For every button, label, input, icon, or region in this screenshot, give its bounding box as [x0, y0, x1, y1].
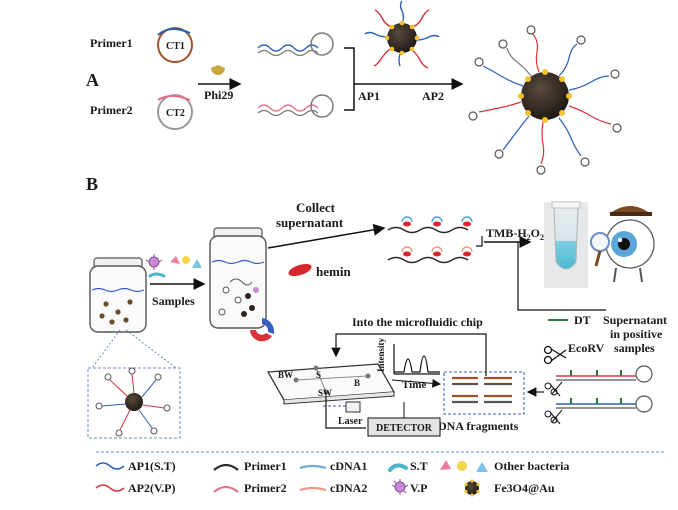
legend-vp-icon	[391, 479, 409, 495]
collect-label: Collect	[296, 200, 336, 215]
magnet-icon	[250, 318, 275, 342]
microfluidic-chip: BW S SW B	[266, 363, 396, 405]
legend-ap1-swatch	[95, 462, 125, 470]
zoom-nanoparticle	[95, 367, 171, 437]
legend-cdna2-label: cDNA2	[330, 481, 367, 495]
panel-b-label: B	[86, 174, 98, 194]
legend-vp-label: V.P	[410, 481, 427, 495]
sample-jar	[89, 257, 147, 333]
phi29-label: Phi29	[204, 88, 233, 102]
legend-st-label: S.T	[410, 459, 428, 473]
panel-a: A Primer1 CT1 Primer2 CT2 Phi29	[86, 0, 622, 175]
gquadruplex-strands	[387, 216, 473, 264]
legend-primer2-label: Primer2	[244, 481, 287, 495]
ct2-label: CT2	[166, 108, 185, 119]
dna-fragments-label: DNA fragments	[438, 419, 519, 433]
legend-ap1-label: AP1(S.T)	[128, 459, 176, 473]
zoom-lines	[91, 329, 177, 369]
collect-arrow	[267, 223, 386, 249]
scissors-icon-ecorv	[543, 345, 567, 365]
legend-other-bacteria-label: Other bacteria	[494, 459, 569, 473]
panel-b: B	[86, 174, 667, 439]
supernatant-positive-label-1: Supernatant	[603, 313, 667, 327]
detector-label: DETECTOR	[376, 423, 433, 434]
tmb-label: TMB-H2O2	[486, 226, 544, 242]
dna-fragments-box	[443, 371, 525, 415]
legend: AP1(S.T) AP2(V.P) Primer1 Primer2 cDNA1 …	[95, 451, 664, 497]
supernatant-positive-label-3: samples	[614, 341, 655, 355]
hemin-label: hemin	[316, 264, 351, 279]
legend-fe3o4-icon	[464, 479, 480, 497]
legend-cdna1-swatch	[299, 464, 327, 470]
ct1-label: CT1	[166, 41, 185, 52]
nanoparticle-rca-product-large	[468, 25, 622, 175]
legend-primer2-swatch	[213, 485, 239, 493]
phi29-enzyme-icon	[211, 65, 225, 75]
hemin-icon	[288, 263, 312, 277]
primer2-label: Primer2	[90, 103, 133, 117]
supernatant-label: supernatant	[276, 215, 344, 230]
strand-bracket	[476, 236, 483, 247]
s-label: S	[316, 370, 321, 380]
legend-cdna2-swatch	[299, 486, 327, 492]
rca-product-2	[257, 94, 334, 118]
nanoparticle-probe-small	[364, 0, 440, 69]
ecorv-label: EcoRV	[568, 341, 605, 355]
laser-label: Laser	[338, 416, 363, 427]
route-line	[517, 242, 606, 311]
sw-label: SW	[318, 388, 332, 398]
legend-primer1-swatch	[213, 463, 239, 471]
into-chip-label: Into the microfluidic chip	[352, 315, 483, 329]
primer1-label: Primer1	[90, 36, 133, 50]
eye-detective-icon	[590, 206, 655, 283]
rca-product-1	[257, 32, 334, 57]
cleaved-strands	[544, 365, 653, 425]
bacteria-icons	[145, 254, 202, 278]
detector-line	[325, 396, 366, 429]
ap1-label: AP1	[358, 89, 380, 103]
legend-other-bacteria-icons	[440, 460, 488, 472]
legend-st-icon	[388, 463, 408, 472]
legend-ap2-label: AP2(V.P)	[128, 481, 175, 495]
result-arrow	[391, 378, 442, 388]
zoom-box	[87, 367, 181, 439]
laser-unit: Laser	[322, 401, 363, 427]
supernatant-positive-label-2: in positive	[610, 327, 663, 341]
legend-fe3o4-label: Fe3O4@Au	[494, 481, 555, 495]
dt-label: DT	[574, 313, 591, 327]
panel-a-label: A	[86, 70, 99, 90]
samples-label: Samples	[152, 294, 195, 308]
b-label: B	[354, 378, 360, 388]
ct1-circle-template: CT1	[157, 27, 193, 63]
into-chip-arrow	[331, 333, 487, 376]
magnetic-separation-jar	[209, 227, 267, 329]
legend-cdna1-label: cDNA1	[330, 459, 367, 473]
ct2-circle-template: CT2	[157, 94, 193, 130]
legend-primer1-label: Primer1	[244, 459, 287, 473]
colorimetric-tube-photo	[544, 201, 588, 288]
ap2-label: AP2	[422, 89, 444, 103]
intensity-label: Intensity	[376, 337, 386, 372]
merge-bracket	[344, 47, 355, 111]
bw-label: BW	[278, 370, 293, 380]
legend-ap2-swatch	[95, 484, 125, 492]
